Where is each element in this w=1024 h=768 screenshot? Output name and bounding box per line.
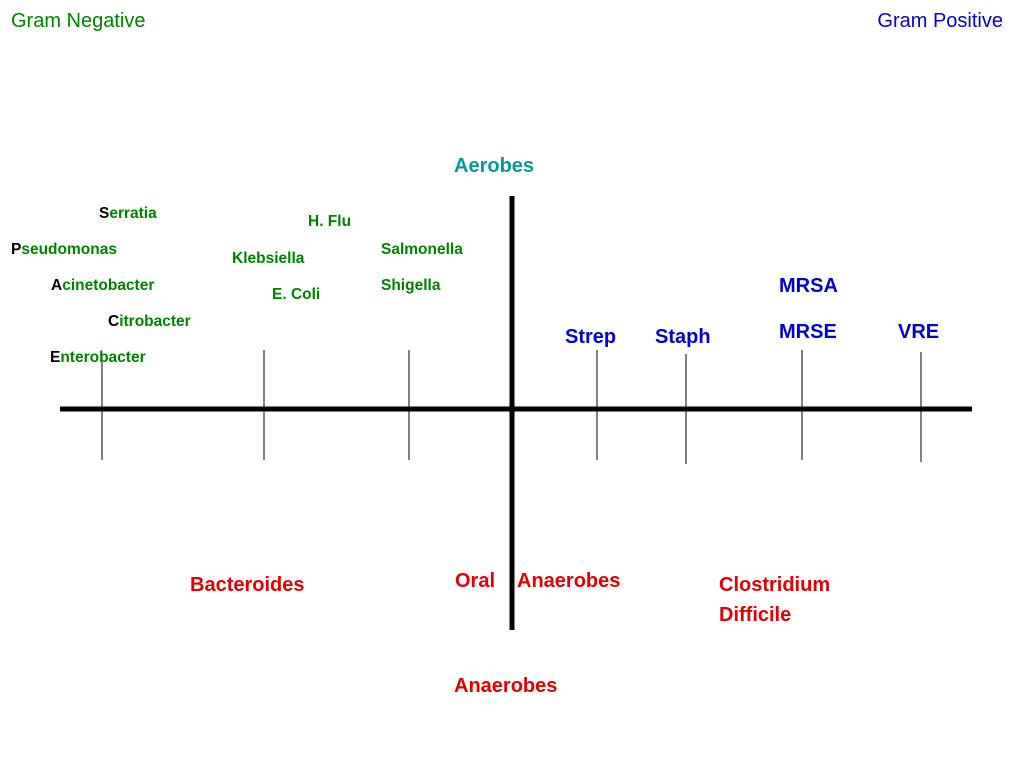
organism-serratia: Serratia [99,206,157,222]
organism-clostridium: Clostridium [719,574,831,596]
organism-label: nterobacter [60,349,146,366]
organism-bacteroides: Bacteroides [190,574,305,596]
organism-citrobacter: Citrobacter [108,314,191,330]
organism-vre: VRE [898,321,940,343]
organism-staph: Staph [655,326,711,348]
organism-label: itrobacter [119,313,191,330]
organism-label: cinetobacter [62,277,155,294]
anaerobes-label: Anaerobes [454,675,558,697]
organism-klebsiella: Klebsiella [232,250,305,267]
organism-h-flu: H. Flu [308,213,352,230]
gram-positive-heading: Gram Positive [877,10,1003,32]
organism-initial: S [99,205,110,222]
aerobes-label: Aerobes [454,155,535,177]
organism-strep: Strep [565,326,617,348]
organism-shigella: Shigella [381,277,441,294]
organism-mrse: MRSE [779,321,837,343]
organism-initial: E [50,349,61,366]
organism-salmonella: Salmonella [381,241,463,258]
organism-pseudomonas: Pseudomonas [11,242,117,258]
organism-initial: P [11,241,22,258]
organism-oral: Oral [455,570,496,592]
organism-mrsa: MRSA [779,275,838,297]
organism-label: erratia [109,205,157,222]
organism-enterobacter: Enterobacter [50,350,146,366]
organism-e-coli: E. Coli [272,286,321,303]
organism-oral-anaerobes: Anaerobes [517,570,621,592]
organism-label: seudomonas [21,241,117,258]
organism-initial: A [51,277,63,294]
organism-initial: C [108,313,120,330]
organism-acinetobacter: Acinetobacter [51,278,154,294]
gram-negative-heading: Gram Negative [11,10,146,32]
organism-difficile: Difficile [719,604,792,626]
